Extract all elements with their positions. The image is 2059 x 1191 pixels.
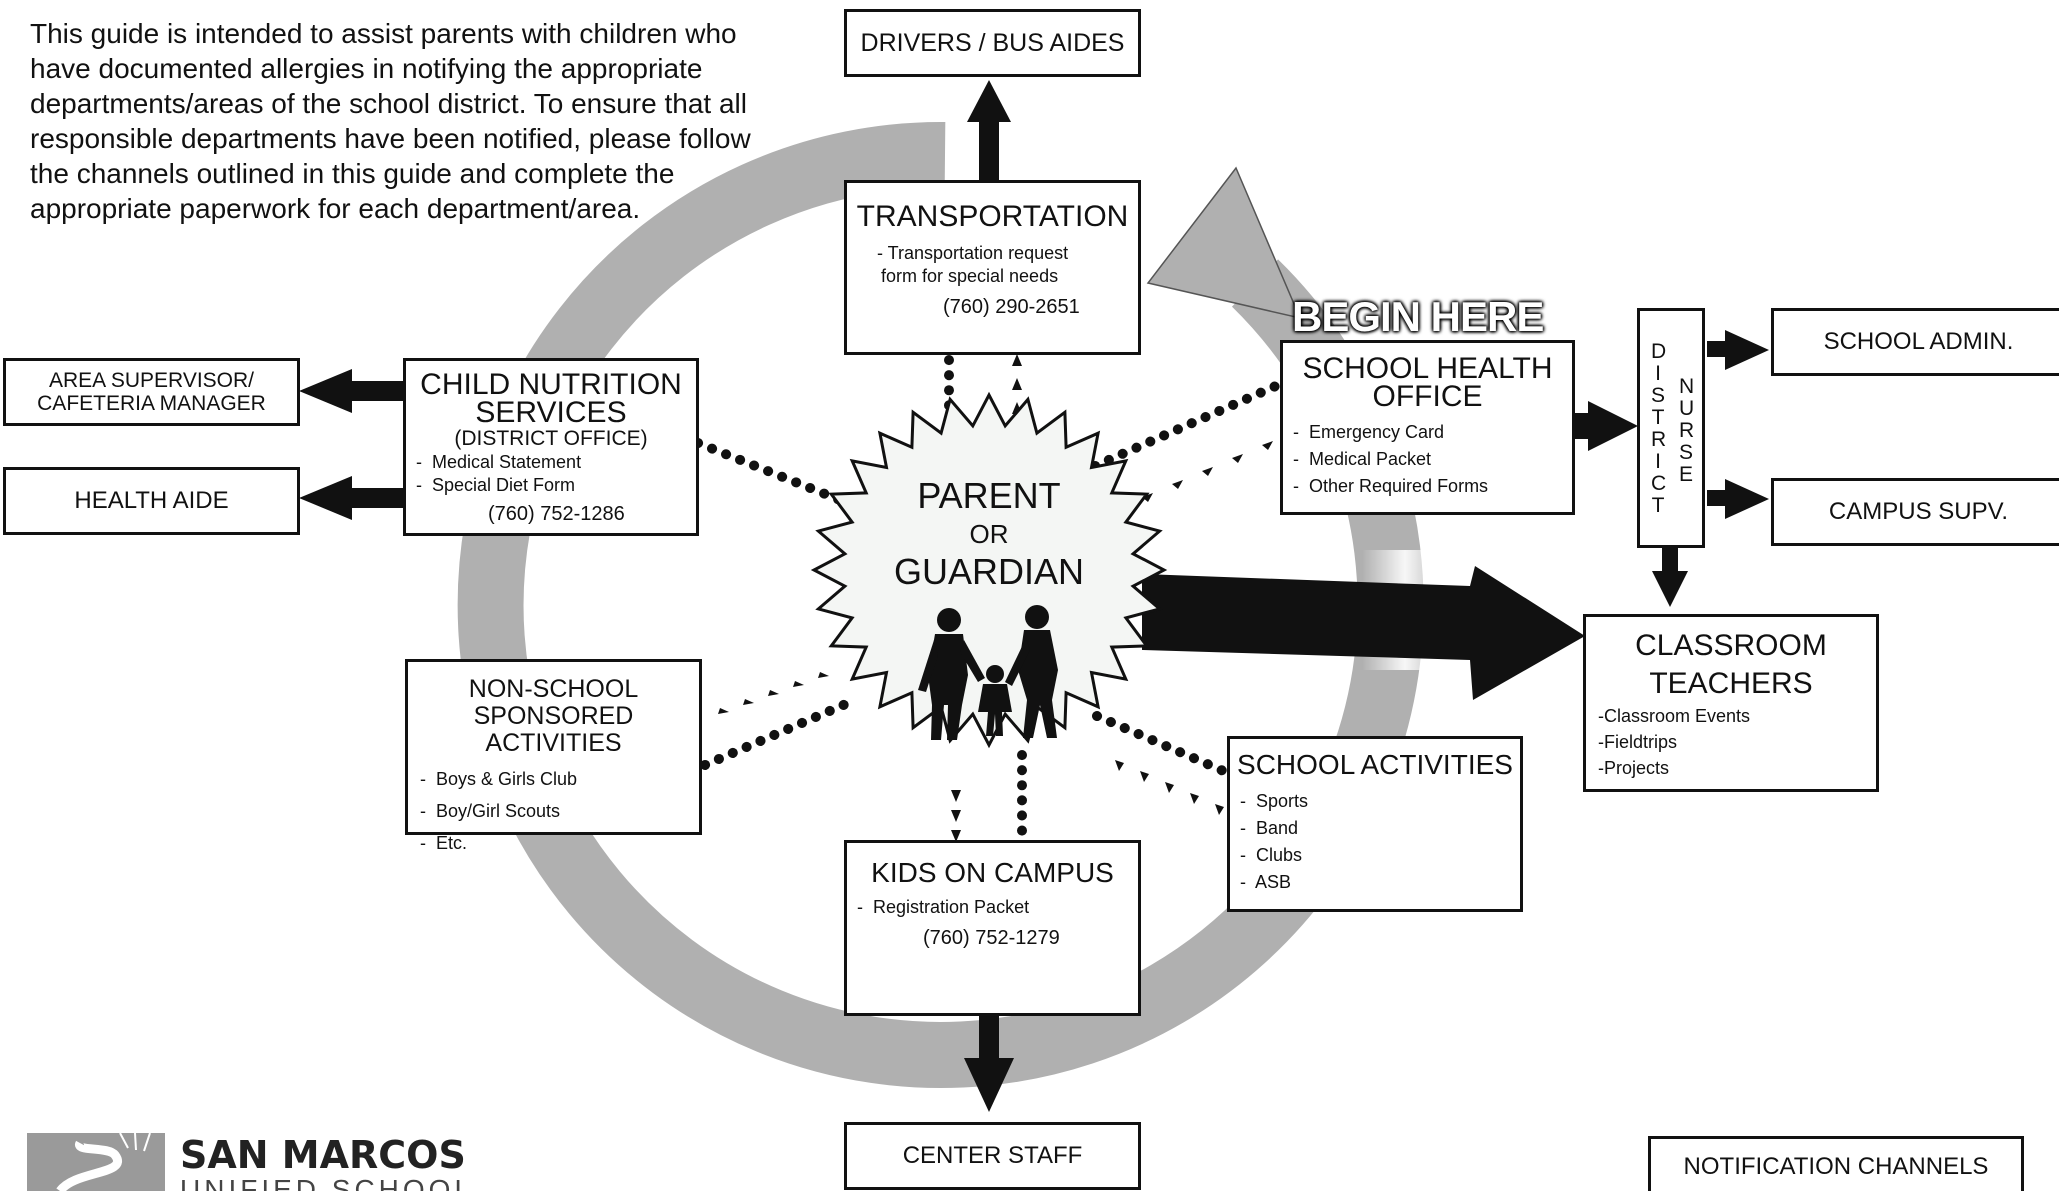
nutrition-subtitle: (DISTRICT OFFICE) [454, 427, 648, 450]
school-admin-label: SCHOOL ADMIN. [1823, 328, 2014, 355]
school-health-office-box: SCHOOL HEALTH OFFICE - Emergency Card - … [1280, 340, 1575, 515]
logo-subtitle: UNIFIED SCHOOL DISTRICT [180, 1174, 473, 1191]
arrow-connectors [718, 354, 1273, 842]
classroom-teachers-box: CLASSROOM TEACHERS -Classroom Events -Fi… [1583, 614, 1879, 792]
school-activities-title: SCHOOL ACTIVITIES [1237, 749, 1513, 780]
nutrition-item: - Medical Statement [416, 452, 582, 472]
parent-guardian-label: PARENT OR GUARDIAN [874, 476, 1104, 592]
school-activities-item: - ASB [1240, 872, 1292, 892]
flow-ring-arrowhead [1146, 166, 1302, 320]
drivers-bus-aides-box: DRIVERS / BUS AIDES [844, 9, 1141, 77]
district-nurse-box: DISTRICT NURSE [1637, 308, 1705, 548]
health-office-item: - Other Required Forms [1293, 476, 1489, 496]
school-activities-item: - Band [1240, 818, 1299, 838]
non-school-item: - Etc. [420, 833, 468, 853]
center-staff-box: CENTER STAFF [844, 1122, 1141, 1190]
parent-starburst [810, 391, 1168, 749]
school-admin-box: SCHOOL ADMIN. [1771, 308, 2059, 376]
area-supervisor-label-line2: CAFETERIA MANAGER [37, 392, 266, 415]
transportation-item-line1: - Transportation request [877, 243, 1069, 263]
parent-label: PARENT [917, 475, 1061, 516]
child-nutrition-box: CHILD NUTRITION SERVICES (DISTRICT OFFIC… [403, 358, 699, 536]
classroom-item: -Classroom Events [1598, 706, 1751, 726]
nutrition-title-line1: CHILD NUTRITION [420, 368, 682, 401]
or-label: OR [969, 519, 1009, 549]
family-silhouette-icon [918, 605, 1058, 740]
school-activities-item: - Clubs [1240, 845, 1303, 865]
transportation-title: TRANSPORTATION [856, 200, 1129, 233]
school-activities-item: - Sports [1240, 791, 1309, 811]
campus-supv-box: CAMPUS SUPV. [1771, 478, 2059, 546]
logo-name: SAN MARCOS [180, 1134, 466, 1177]
non-school-item: - Boys & Girls Club [420, 769, 578, 789]
nurse-label: NURSE [1679, 375, 1695, 486]
transportation-item-line2: form for special needs [881, 266, 1059, 286]
nutrition-title-line2: SERVICES [475, 396, 627, 429]
center-staff-label: CENTER STAFF [902, 1142, 1083, 1169]
notification-channels-label: NOTIFICATION CHANNELS [1683, 1153, 1989, 1180]
school-activities-items: - Sports - Band - Clubs - ASB [1240, 788, 1520, 896]
kids-on-campus-phone: (760) 752-1279 [923, 927, 1060, 949]
health-aide-box: HEALTH AIDE [3, 467, 300, 535]
non-school-items: - Boys & Girls Club - Boy/Girl Scouts - … [420, 763, 699, 859]
health-aide-label: HEALTH AIDE [74, 487, 229, 514]
transportation-box: TRANSPORTATION - Transportation request … [844, 180, 1141, 355]
non-school-title-line2: SPONSORED ACTIVITIES [473, 702, 634, 757]
solid-connectors [299, 80, 1769, 1112]
district-label: DISTRICT [1651, 340, 1667, 517]
transportation-phone: (760) 290-2651 [943, 296, 1080, 318]
nutrition-phone: (760) 752-1286 [488, 503, 625, 525]
begin-here-label: BEGIN HERE [1292, 293, 1544, 340]
intro-text: This guide is intended to assist parents… [30, 18, 751, 224]
notification-channels-box: NOTIFICATION CHANNELS [1648, 1136, 2024, 1191]
health-office-title-line2: OFFICE [1372, 380, 1483, 413]
area-supervisor-box: AREA SUPERVISOR/ CAFETERIA MANAGER [3, 358, 300, 426]
classroom-item: -Projects [1598, 758, 1670, 778]
nutrition-items: - Medical Statement - Special Diet Form [416, 451, 696, 497]
non-school-activities-box: NON-SCHOOL SPONSORED ACTIVITIES - Boys &… [405, 659, 702, 853]
nutrition-item: - Special Diet Form [416, 475, 576, 495]
health-office-item: - Emergency Card [1293, 422, 1445, 442]
classroom-title-line2: TEACHERS [1649, 667, 1813, 700]
guardian-label: GUARDIAN [893, 551, 1085, 592]
kids-on-campus-item: - Registration Packet [857, 897, 1030, 917]
drivers-bus-aides-label: DRIVERS / BUS AIDES [860, 28, 1125, 57]
health-office-item: - Medical Packet [1293, 449, 1432, 469]
kids-on-campus-title: KIDS ON CAMPUS [871, 857, 1114, 888]
classroom-title-line1: CLASSROOM [1635, 629, 1827, 662]
district-logo-icon [27, 1132, 165, 1191]
area-supervisor-label-line1: AREA SUPERVISOR/ [48, 369, 255, 392]
classroom-items: -Classroom Events -Fieldtrips -Projects [1598, 703, 1876, 781]
classroom-item: -Fieldtrips [1598, 732, 1678, 752]
non-school-title-line1: NON-SCHOOL [468, 675, 639, 703]
health-office-title-line1: SCHOOL HEALTH [1302, 352, 1553, 385]
non-school-item: - Boy/Girl Scouts [420, 801, 561, 821]
school-activities-box: SCHOOL ACTIVITIES - Sports - Band - Club… [1227, 736, 1523, 912]
health-office-items: - Emergency Card - Medical Packet - Othe… [1293, 419, 1572, 500]
campus-supv-label: CAMPUS SUPV. [1828, 498, 2009, 525]
district-logo-wordmark: SAN MARCOS UNIFIED SCHOOL DISTRICT [180, 1134, 620, 1191]
kids-on-campus-box: KIDS ON CAMPUS - Registration Packet (76… [844, 840, 1141, 1016]
